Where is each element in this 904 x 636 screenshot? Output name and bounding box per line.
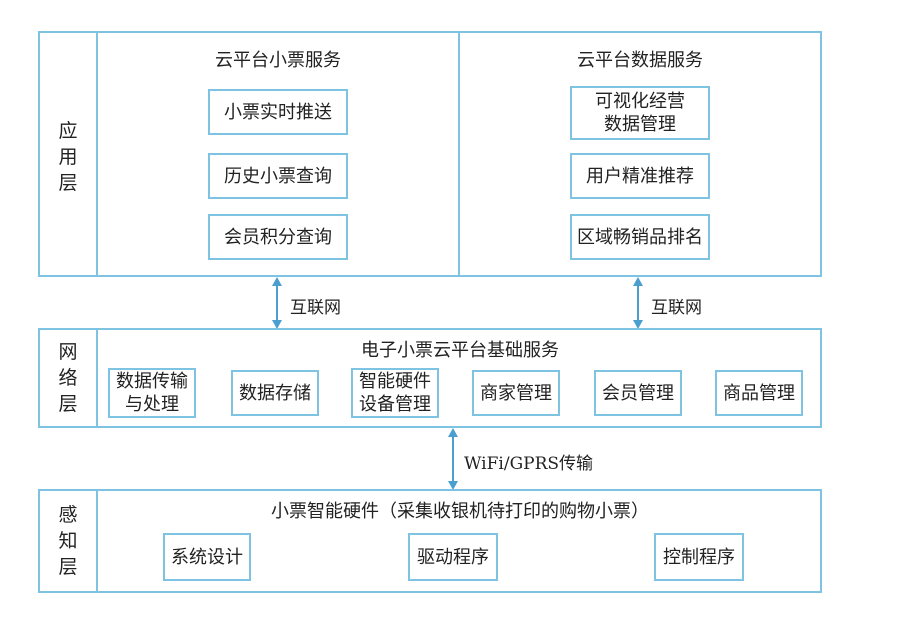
cloud-receipt-service-title: 云平台小票服务 <box>215 50 341 71</box>
precise-user-recommend-box: 用户精准推荐 <box>570 153 710 199</box>
product-management-box: 商品管理 <box>715 370 803 416</box>
cloud-data-service-title: 云平台数据服务 <box>577 50 703 71</box>
realtime-receipt-push-box: 小票实时推送 <box>208 89 348 135</box>
network-layer-label: 网络层 <box>58 341 78 415</box>
wifi-gprs-label: WiFi/GPRS传输 <box>464 454 594 474</box>
wifi-gprs-arrow <box>448 428 458 490</box>
data-storage-box: 数据存储 <box>231 370 319 416</box>
application-layer-label: 应用层 <box>58 120 78 194</box>
smart-device-management-box: 智能硬件 设备管理 <box>351 368 439 418</box>
system-design-box: 系统设计 <box>163 533 251 581</box>
merchant-management-box: 商家管理 <box>472 370 560 416</box>
sensing-layer-title: 小票智能硬件（采集收银机待打印的购物小票） <box>271 501 649 522</box>
internet-right-label: 互联网 <box>651 298 702 318</box>
sensing-layer-divider <box>96 489 98 593</box>
network-layer-title: 电子小票云平台基础服务 <box>361 340 559 361</box>
data-transfer-processing-box: 数据传输 与处理 <box>108 368 196 418</box>
driver-program-box: 驱动程序 <box>408 533 498 581</box>
application-layer-divider <box>96 31 98 277</box>
member-management-box: 会员管理 <box>594 370 682 416</box>
application-layer-center-divider <box>458 31 460 277</box>
internet-left-arrow <box>272 277 282 329</box>
visual-business-data-box: 可视化经营 数据管理 <box>570 86 710 140</box>
member-points-query-box: 会员积分查询 <box>208 214 348 260</box>
history-receipt-query-box: 历史小票查询 <box>208 153 348 199</box>
internet-right-arrow <box>633 277 643 329</box>
network-layer-divider <box>96 328 98 428</box>
regional-bestseller-rank-box: 区域畅销品排名 <box>570 214 710 260</box>
network-layer-frame <box>38 328 822 428</box>
application-layer-frame <box>38 31 822 277</box>
sensing-layer-frame <box>38 489 822 593</box>
internet-left-label: 互联网 <box>290 298 341 318</box>
sensing-layer-label: 感知层 <box>58 504 78 578</box>
control-program-box: 控制程序 <box>654 533 744 581</box>
